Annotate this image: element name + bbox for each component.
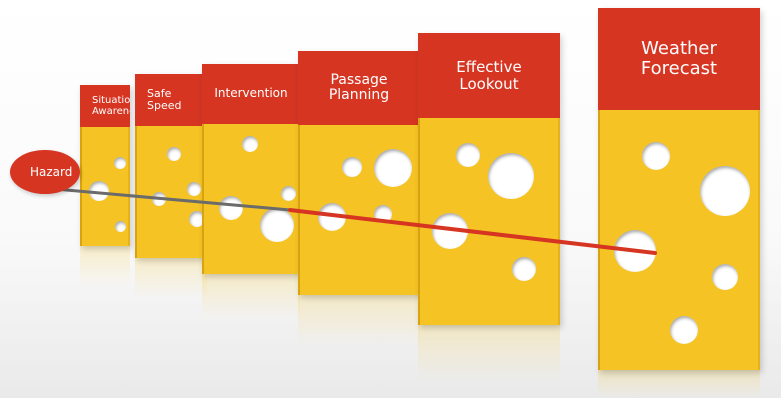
slice-intervention: Intervention bbox=[202, 64, 300, 274]
slice-hole bbox=[642, 142, 670, 170]
slice-hole bbox=[512, 257, 536, 281]
slice-hole bbox=[488, 153, 534, 199]
hazard-label: Hazard bbox=[30, 165, 73, 179]
slice-weather-forecast: Weather Forecast bbox=[598, 8, 760, 370]
slice-hole bbox=[242, 136, 258, 152]
slice-hole bbox=[189, 211, 205, 227]
slice-title: Effective Lookout bbox=[418, 33, 560, 118]
slice-reflection bbox=[598, 370, 760, 398]
slice-hole bbox=[281, 186, 296, 201]
slice-reflection bbox=[80, 246, 130, 286]
slice-title: Safe Speed bbox=[135, 74, 207, 126]
slice-hole bbox=[114, 157, 126, 169]
slice-hole bbox=[374, 149, 412, 187]
slice-hole bbox=[89, 181, 109, 201]
slice-hole bbox=[700, 166, 750, 216]
slice-title: Situational Awareness bbox=[80, 85, 130, 127]
slice-hole bbox=[318, 203, 346, 231]
slice-passage-planning: Passage Planning bbox=[298, 51, 420, 295]
slice-effective-lookout: Effective Lookout bbox=[418, 33, 560, 325]
slice-reflection bbox=[418, 325, 560, 380]
slice-hole bbox=[374, 205, 392, 223]
slice-hole bbox=[115, 221, 126, 232]
slice-reflection bbox=[202, 274, 300, 319]
slice-situational-awareness: Situational Awareness bbox=[80, 85, 130, 246]
slice-reflection bbox=[135, 258, 207, 298]
slice-hole bbox=[432, 213, 468, 249]
slice-title: Weather Forecast bbox=[598, 8, 760, 110]
slice-hole bbox=[670, 316, 698, 344]
slice-hole bbox=[342, 157, 362, 177]
slice-reflection bbox=[298, 295, 420, 345]
slice-hole bbox=[456, 143, 480, 167]
slice-title: Passage Planning bbox=[298, 51, 420, 125]
slice-title: Intervention bbox=[202, 64, 300, 124]
slice-hole bbox=[187, 182, 201, 196]
slice-hole bbox=[152, 192, 166, 206]
hazard-badge: Hazard bbox=[10, 150, 80, 194]
slice-hole bbox=[219, 196, 243, 220]
slice-safe-speed: Safe Speed bbox=[135, 74, 207, 258]
slice-hole bbox=[712, 264, 738, 290]
slice-hole bbox=[260, 208, 294, 242]
slice-hole bbox=[167, 147, 181, 161]
slice-hole bbox=[614, 230, 656, 272]
